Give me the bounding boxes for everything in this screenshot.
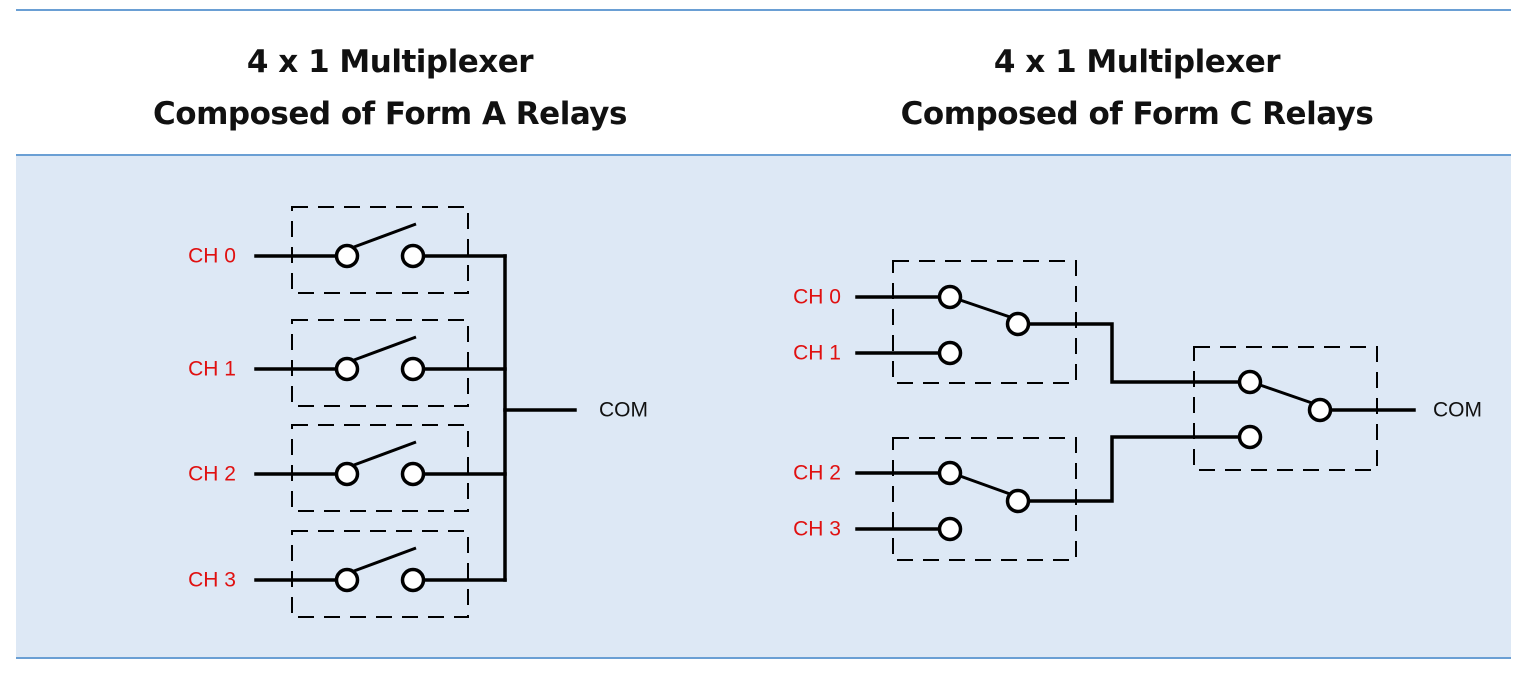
channel-label: CH 0: [793, 286, 841, 309]
relay-output-contact: [400, 567, 426, 593]
channel-label: CH 3: [188, 569, 236, 592]
relay-lever: [353, 440, 417, 467]
relay-lever: [959, 298, 1011, 319]
top-rule: [16, 9, 1511, 11]
form-c-title-line2: Composed of Form C Relays: [900, 96, 1374, 132]
relay-box: [892, 260, 1077, 384]
relay-common-contact: [1307, 397, 1333, 423]
relay-output-contact: [400, 243, 426, 269]
relay-lever: [353, 335, 417, 362]
relay-box: [291, 206, 469, 294]
diagram-panel: [16, 156, 1511, 658]
form-c-diagram: CH 0 CH 1 CH 2 CH 3 COM: [793, 260, 1482, 561]
relay-common-contact: [1005, 311, 1031, 337]
stage-wire: [1027, 322, 1242, 384]
relay-no-contact: [937, 340, 963, 366]
relay-input-contact: [334, 356, 360, 382]
form-a-title: 4 x 1 Multiplexer Composed of Form A Rel…: [40, 36, 740, 140]
relay-nc-contact: [937, 284, 963, 310]
channel-label: CH 1: [188, 358, 236, 381]
relay-input-contact: [334, 243, 360, 269]
form-a-diagram: CH 0 CH 1 CH 2 CH 3 COM: [188, 206, 648, 618]
form-a-title-line1: 4 x 1 Multiplexer: [246, 44, 534, 80]
relay-lever: [1259, 383, 1313, 405]
relay-output-contact: [400, 461, 426, 487]
relay-box: [291, 319, 469, 407]
bottom-rule: [16, 657, 1511, 659]
relay-no-contact: [1237, 424, 1263, 450]
form-c-title-line1: 4 x 1 Multiplexer: [993, 44, 1281, 80]
relay-no-contact: [937, 516, 963, 542]
relay-lever: [353, 222, 417, 249]
channel-label: CH 2: [793, 462, 841, 485]
relay-nc-contact: [1237, 369, 1263, 395]
channel-label: CH 3: [793, 518, 841, 541]
com-label: COM: [599, 399, 648, 422]
relay-lever: [353, 546, 417, 573]
relay-lever: [959, 474, 1011, 496]
relay-input-contact: [334, 461, 360, 487]
com-label: COM: [1433, 399, 1482, 422]
header-rule: [16, 154, 1511, 156]
channel-label: CH 1: [793, 342, 841, 365]
relay-input-contact: [334, 567, 360, 593]
form-c-title: 4 x 1 Multiplexer Composed of Form C Rel…: [787, 36, 1487, 140]
relay-nc-contact: [937, 460, 963, 486]
relay-output-contact: [400, 356, 426, 382]
form-a-title-line2: Composed of Form A Relays: [153, 96, 627, 132]
stage-wire: [1027, 435, 1242, 503]
relay-box: [291, 530, 469, 618]
relay-box: [291, 424, 469, 512]
channel-label: CH 2: [188, 463, 236, 486]
relay-common-contact: [1005, 488, 1031, 514]
relay-box: [892, 437, 1077, 561]
channel-label: CH 0: [188, 245, 236, 268]
